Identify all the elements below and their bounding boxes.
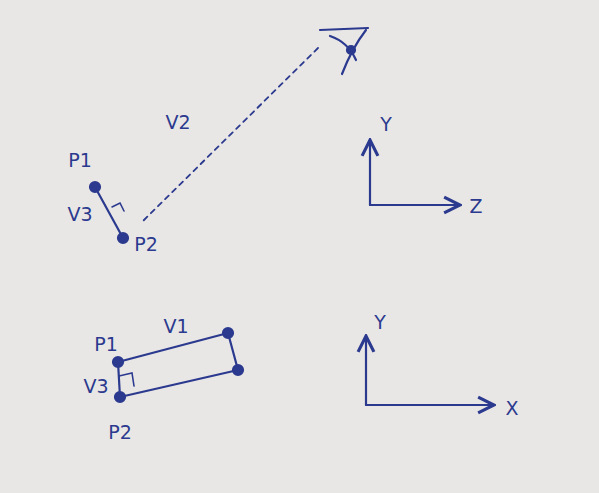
point-label: V2 xyxy=(165,113,190,132)
axis xyxy=(365,338,367,405)
point xyxy=(90,182,100,192)
quad xyxy=(113,328,243,402)
point-label: Y xyxy=(374,313,386,332)
point-label: P2 xyxy=(134,235,158,254)
point-label: P1 xyxy=(68,151,92,170)
axis xyxy=(369,142,371,205)
right-angle-mark xyxy=(112,203,124,211)
axis xyxy=(366,404,492,406)
point-label: V3 xyxy=(67,205,92,224)
point-label: Z xyxy=(469,197,482,216)
axis xyxy=(370,204,458,206)
eye-symbol xyxy=(320,28,368,74)
segment xyxy=(95,187,123,238)
view-vector xyxy=(142,48,318,222)
point-label: V1 xyxy=(163,317,188,336)
point-label: V3 xyxy=(83,377,108,396)
point-label: P2 xyxy=(108,423,132,442)
point-label: X xyxy=(505,399,518,418)
point-label: Y xyxy=(380,115,392,134)
point-label: P1 xyxy=(94,335,118,354)
point xyxy=(118,233,128,243)
